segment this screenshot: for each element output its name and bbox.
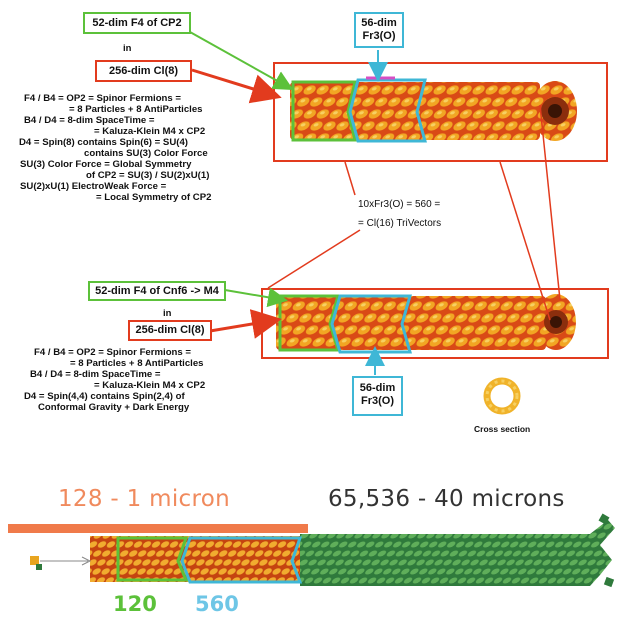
connector-left bbox=[344, 161, 356, 196]
micron-scale-bar bbox=[8, 524, 308, 533]
top-desc-line-5: D4 = Spin(8) contains Spin(6) = SU(4) bbox=[19, 137, 188, 148]
cross-section-label: Cross section bbox=[474, 424, 531, 434]
top-desc-line-4: = Kaluza-Klein M4 x CP2 bbox=[94, 126, 206, 137]
bottom-fr3-line1: 56-dim bbox=[359, 382, 396, 394]
connector-down bbox=[267, 229, 361, 289]
top-fr3-line2: Fr3(O) bbox=[362, 30, 396, 42]
long-microtubule bbox=[90, 513, 615, 588]
bottom-desc-line-2: = 8 Particles + 8 AntiParticles bbox=[70, 358, 204, 369]
bottom-desc-line-5: D4 = Spin(4,4) contains Spin(2,4) of bbox=[24, 391, 185, 402]
arrow-bottom-f4 bbox=[224, 287, 288, 308]
top-desc-line-9: SU(2)xU(1) ElectroWeak Force = bbox=[20, 181, 167, 192]
bottom-f4-cnf6-label: 52-dim F4 of Cnf6 -> M4 bbox=[88, 281, 226, 301]
bottom-desc-line-4: = Kaluza-Klein M4 x CP2 bbox=[94, 380, 206, 391]
count-green-label: 120 bbox=[113, 592, 157, 616]
bottom-green-segment-outline bbox=[278, 294, 341, 352]
trivector-equation-line-1: 10xFr3(O) = 560 = bbox=[358, 199, 441, 210]
micron-label-right: 65,536 - 40 microns bbox=[328, 486, 565, 512]
arrow-top-cl8 bbox=[191, 68, 282, 104]
bottom-desc-line-1: F4 / B4 = OP2 = Spinor Fermions = bbox=[34, 347, 192, 358]
top-green-segment-outline bbox=[291, 80, 357, 142]
bottom-blue-segment-outline bbox=[330, 294, 412, 354]
top-desc-line-2: = 8 Particles + 8 AntiParticles bbox=[69, 104, 203, 115]
top-fr3-label: 56-dim Fr3(O) bbox=[354, 12, 404, 48]
top-desc-line-10: = Local Symmetry of CP2 bbox=[96, 192, 212, 203]
top-cl8-label: 256-dim Cl(8) bbox=[95, 60, 192, 82]
top-desc-line-1: F4 / B4 = OP2 = Spinor Fermions = bbox=[24, 93, 182, 104]
cross-section-ring bbox=[483, 377, 521, 415]
micron-label-left: 128 - 1 micron bbox=[58, 486, 231, 512]
top-desc-line-7: SU(3) Color Force = Global Symmetry bbox=[20, 159, 192, 170]
bottom-fr3-label: 56-dim Fr3(O) bbox=[352, 376, 403, 416]
top-f4-cp2-label: 52-dim F4 of CP2 bbox=[83, 12, 191, 34]
bottom-in-label: in bbox=[163, 308, 172, 319]
long-green-segment-outline bbox=[116, 536, 189, 582]
top-blue-segment-outline bbox=[348, 78, 427, 143]
arrow-bottom-cl8 bbox=[209, 309, 282, 339]
bottom-desc-line-3: B4 / D4 = 8-dim SpaceTime = bbox=[30, 369, 161, 380]
top-desc-line-3: B4 / D4 = 8-dim SpaceTime = bbox=[24, 115, 155, 126]
top-in-label: in bbox=[123, 43, 132, 54]
arrow-top-f4 bbox=[189, 31, 294, 90]
count-blue-label: 560 bbox=[195, 592, 239, 616]
long-blue-segment-outline bbox=[180, 536, 303, 584]
bottom-fr3-line2: Fr3(O) bbox=[361, 395, 394, 407]
top-microtubule-frame bbox=[273, 62, 608, 162]
trivector-equation-line-2: = Cl(16) TriVectors bbox=[358, 218, 442, 229]
bottom-desc-line-6: Conformal Gravity + Dark Energy bbox=[38, 402, 190, 413]
bottom-cl8-label: 256-dim Cl(8) bbox=[128, 320, 212, 341]
top-desc-line-8: of CP2 = SU(3) / SU(2)xU(1) bbox=[86, 170, 210, 181]
top-desc-line-6: contains SU(3) Color Force bbox=[84, 148, 208, 159]
connector-right bbox=[499, 161, 551, 321]
top-fr3-line1: 56-dim bbox=[361, 17, 397, 29]
bottom-microtubule bbox=[276, 294, 576, 350]
top-microtubule bbox=[290, 81, 577, 141]
